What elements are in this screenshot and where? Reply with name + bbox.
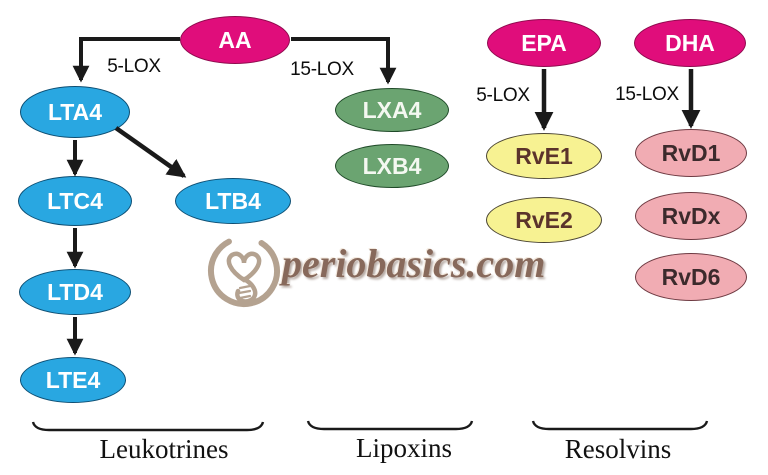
node-label: LXA4 — [362, 96, 422, 123]
node-label: RvE1 — [515, 142, 573, 169]
node-AA: AA — [180, 16, 290, 64]
node-RvDx: RvDx — [635, 192, 747, 240]
group-braces — [31, 420, 709, 432]
node-LTC4: LTC4 — [18, 176, 132, 226]
node-label: EPA — [521, 29, 567, 56]
node-label: LXB4 — [362, 152, 422, 179]
node-label: AA — [218, 26, 252, 53]
periobasics-logo-icon — [208, 235, 280, 307]
enzyme-5lox-aa: 5-LOX — [107, 56, 161, 77]
node-LXA4: LXA4 — [335, 88, 449, 132]
node-label: LTA4 — [47, 98, 103, 125]
node-RvD1: RvD1 — [635, 129, 747, 177]
node-LTA4: LTA4 — [20, 86, 130, 138]
node-DHA: DHA — [634, 19, 746, 67]
group-resolvins-label: Resolvins — [564, 434, 672, 464]
arrow-connectors — [66, 37, 701, 356]
node-RvE2: RvE2 — [486, 197, 602, 243]
group-resolvins-brace — [531, 420, 709, 431]
watermark-text: periobasics.com — [282, 241, 546, 286]
node-label: LTD4 — [47, 278, 103, 305]
node-RvD6: RvD6 — [635, 253, 747, 301]
enzyme-5lox-epa: 5-LOX — [476, 85, 530, 106]
group-lipoxins-label: Lipoxins — [355, 433, 453, 463]
node-label: RvD1 — [661, 139, 721, 166]
enzyme-15lox-dha: 15-LOX — [615, 84, 679, 105]
node-EPA: EPA — [487, 19, 601, 67]
node-LTD4: LTD4 — [19, 269, 131, 315]
node-label: RvE2 — [515, 206, 573, 233]
group-lipoxins-brace — [306, 420, 474, 431]
node-LXB4: LXB4 — [335, 144, 449, 188]
watermark: periobasics.com — [205, 232, 545, 310]
node-LTE4: LTE4 — [20, 357, 126, 403]
arrow-LTA4-to-LTB4 — [114, 126, 187, 178]
group-leukotrines-label: Leukotrines — [99, 434, 229, 464]
node-LTB4: LTB4 — [175, 178, 291, 224]
node-label: LTE4 — [45, 366, 101, 393]
node-label: DHA — [665, 29, 715, 56]
group-leukotrines-brace — [31, 421, 265, 432]
enzyme-15lox-aa: 15-LOX — [290, 59, 354, 80]
node-RvE1: RvE1 — [486, 133, 602, 179]
node-label: LTC4 — [47, 187, 103, 214]
node-label: RvDx — [661, 202, 721, 229]
node-label: LTB4 — [205, 187, 261, 214]
node-label: RvD6 — [661, 263, 721, 290]
